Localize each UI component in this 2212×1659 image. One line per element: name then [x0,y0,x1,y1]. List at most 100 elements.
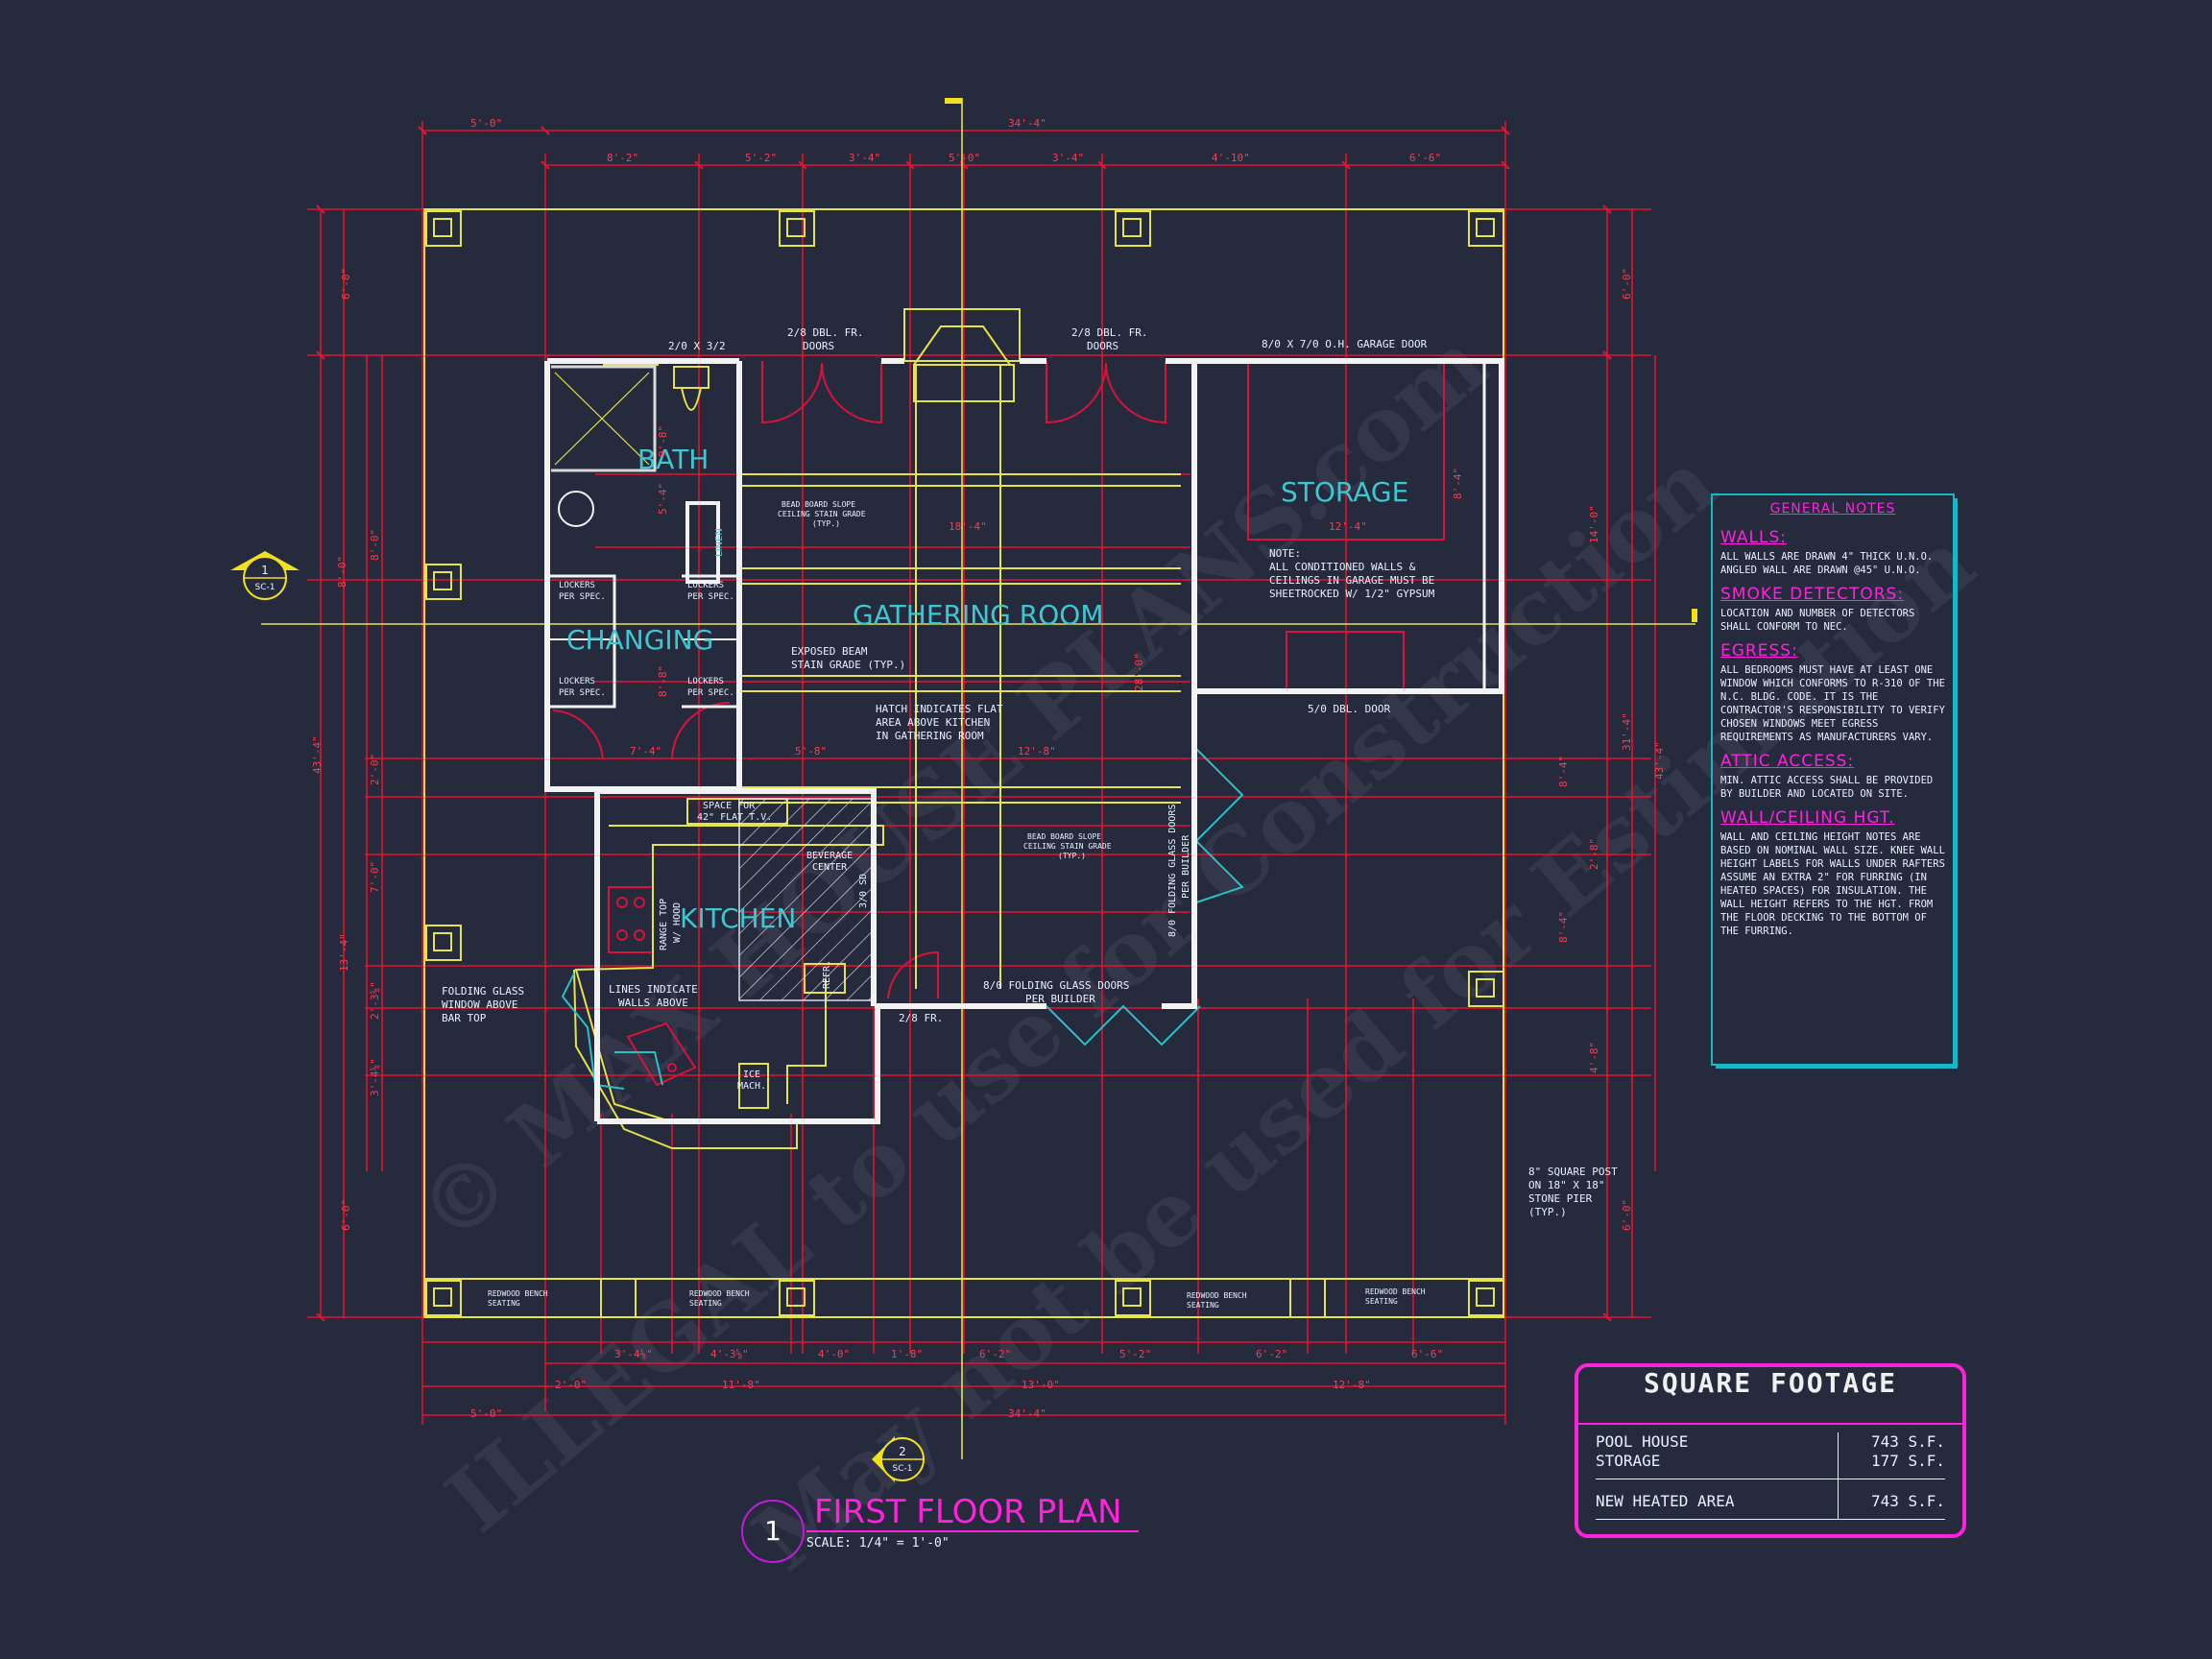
dim-left-6: 7'-0" [369,861,381,893]
section-marker-1-num: 1 [261,564,269,577]
bead-board-2-l1: BEAD BOARD SLOPE [1027,832,1101,841]
bead-board-1-l2: CEILING STAIN GRADE [778,510,866,518]
dim-top-8: 4'-10" [1212,152,1250,164]
dim-top-9: 6'-6" [1409,152,1441,164]
notes-attic-heading: ATTIC ACCESS: [1720,752,1855,771]
range-l1: RANGE TOP [659,899,669,950]
room-names: BATH STORAGE GATHERING ROOM CHANGING KIT… [566,444,1408,934]
sqft-value-heated: 743 S.F. [1870,1492,1945,1510]
space-tv-l1: SPACE FOR [703,801,756,811]
room-storage: STORAGE [1281,476,1408,508]
dim-bot-11: 13'-0" [1022,1379,1060,1391]
dim-left-10: 6'-0" [340,1199,352,1231]
dim-inner-1: 18'-4" [949,520,987,533]
notes-attic: ATTIC ACCESS: MIN. ATTIC ACCESS SHALL BE… [1720,752,1945,801]
annotations: 2/0 X 3/2 2/8 DBL. FR. DOORS 2/8 DBL. FR… [442,326,1618,1310]
dim-right-8: 4'-8" [1588,1042,1600,1073]
notes-egress-heading: EGRESS: [1720,641,1798,661]
post-l3: STONE PIER [1528,1192,1593,1205]
bench-3-l2: SEATING [1187,1301,1219,1310]
dim-inner-9: 5'-4" [657,483,669,515]
storage-note-l1: NOTE: [1269,547,1301,560]
dim-top-7: 3'-4" [1052,152,1084,164]
notes-smoke-text: LOCATION AND NUMBER OF DETECTORS SHALL C… [1720,608,1915,633]
notes-attic-text: MIN. ATTIC ACCESS SHALL BE PROVIDED BY B… [1720,775,1934,800]
folding-bottom-l2: PER BUILDER [1025,993,1095,1005]
bead-board-2-l2: CEILING STAIN GRADE [1023,842,1112,851]
dim-top-1: 5'-0" [470,117,502,130]
dbl-door-50-label: 5/0 DBL. DOOR [1308,703,1390,715]
bench-1-l2: SEATING [488,1299,520,1308]
folding-right-l1: 8/0 FOLDING GLASS DOORS [1167,805,1178,937]
dim-right-2: 14'-0" [1588,505,1600,543]
sqft-label-heated: NEW HEATED AREA [1596,1492,1735,1510]
general-notes-title: GENERAL NOTES [1769,501,1896,517]
doors-right-label-2: DOORS [1087,340,1118,352]
dim-bot-8: 6'-6" [1411,1348,1443,1360]
notes-walls-text: ALL WALLS ARE DRAWN 4" THICK U.N.O. ANGL… [1720,551,1934,576]
storage-note-l3: CEILINGS IN GARAGE MUST BE [1269,574,1434,587]
lockers-1b: PER SPEC. [559,592,606,602]
porch-outline [261,98,1695,1459]
dim-bot-9: 2'-0" [555,1379,587,1391]
lines-walls-l2: WALLS ABOVE [618,997,688,1009]
square-footage-table: SQUARE FOOTAGE POOL HOUSE 743 S.F. STORA… [1575,1363,1966,1538]
dim-bot-4: 1'-8" [891,1348,923,1360]
storage-note-l4: SHEETROCKED W/ 1/2" GYPSUM [1269,588,1435,600]
lockers-2b: PER SPEC. [687,592,734,602]
dim-inner-7: 8'-8" [657,665,669,697]
folding-right-l2: PER BUILDER [1181,834,1191,899]
dim-inner-2: 12'-4" [1329,520,1367,533]
dim-right-3: 43'-4" [1653,741,1666,780]
garage-door-label: 8/0 X 7/0 O.H. GARAGE DOOR [1262,338,1428,350]
notes-walls-heading: WALLS: [1720,528,1787,547]
lockers-1: LOCKERS [559,581,595,590]
room-changing: CHANGING [566,624,713,656]
bead-board-1-l3: (TYP.) [812,519,840,528]
sqft-value-storage: 177 S.F. [1870,1452,1945,1470]
square-footage-title: SQUARE FOOTAGE [1578,1367,1962,1425]
notes-height-heading: WALL/CEILING HGT. [1720,808,1895,828]
lockers-2: LOCKERS [687,581,724,590]
dim-right-4: 31'-4" [1621,712,1633,751]
dimension-texts: 5'-0" 34'-4" 8'-2" 5'-2" 3'-4" 5'-0" 3'-… [311,117,1666,1420]
bead-board-2-l3: (TYP.) [1058,852,1086,860]
sd-label: 3/0 SD [858,874,869,908]
walls [544,358,1504,1124]
hatch-l1: HATCH INDICATES FLAT [876,703,1003,715]
doors-left-label-1: 2/8 DBL. FR. [787,326,863,339]
dim-bot-6: 5'-2" [1119,1348,1151,1360]
sqft-bottom-line [1596,1519,1945,1520]
section-marker-1-ref: SC-1 [255,583,276,592]
sqft-label-storage: STORAGE [1596,1452,1661,1470]
notes-smoke-heading: SMOKE DETECTORS: [1720,585,1905,604]
room-gathering: GATHERING ROOM [853,599,1103,631]
beverage-l2: CENTER [812,862,848,873]
bench-2-l1: REDWOOD BENCH [689,1289,750,1298]
dim-left-7: 13'-4" [338,933,350,972]
bench-3-l1: REDWOOD BENCH [1187,1291,1247,1300]
folding-window-l3: BAR TOP [442,1012,487,1024]
hatch-l2: AREA ABOVE KITCHEN [876,716,990,729]
exposed-beam-l2: STAIN GRADE (TYP.) [791,659,905,671]
dim-bot-5: 6'-2" [979,1348,1011,1360]
notes-smoke: SMOKE DETECTORS: LOCATION AND NUMBER OF … [1720,585,1945,634]
doors-left-label-2: DOORS [803,340,834,352]
dim-left-8: 2'-3⅝" [369,981,381,1020]
bench-4-l1: REDWOOD BENCH [1365,1287,1426,1296]
dim-left-5: 2'-0" [369,754,381,785]
bench-2-l2: SEATING [689,1299,722,1308]
lockers-4b: PER SPEC. [687,688,734,698]
drawing-number-badge: 1 [741,1500,805,1563]
dim-left-1: 6'-0" [340,268,352,300]
bead-board-1-l1: BEAD BOARD SLOPE [781,500,855,509]
drawing-scale: SCALE: 1/4" = 1'-0" [806,1536,950,1551]
ice-l2: MACH. [737,1081,766,1092]
dim-bot-2: 4'-3⅝" [710,1348,749,1360]
ice-l1: ICE [743,1070,760,1080]
bath-window-label: 2/0 X 3/2 [668,340,726,352]
dim-right-7: 8'-4" [1557,911,1570,943]
sqft-column-divider [1838,1432,1839,1519]
dim-bot-10: 11'-8" [722,1379,760,1391]
